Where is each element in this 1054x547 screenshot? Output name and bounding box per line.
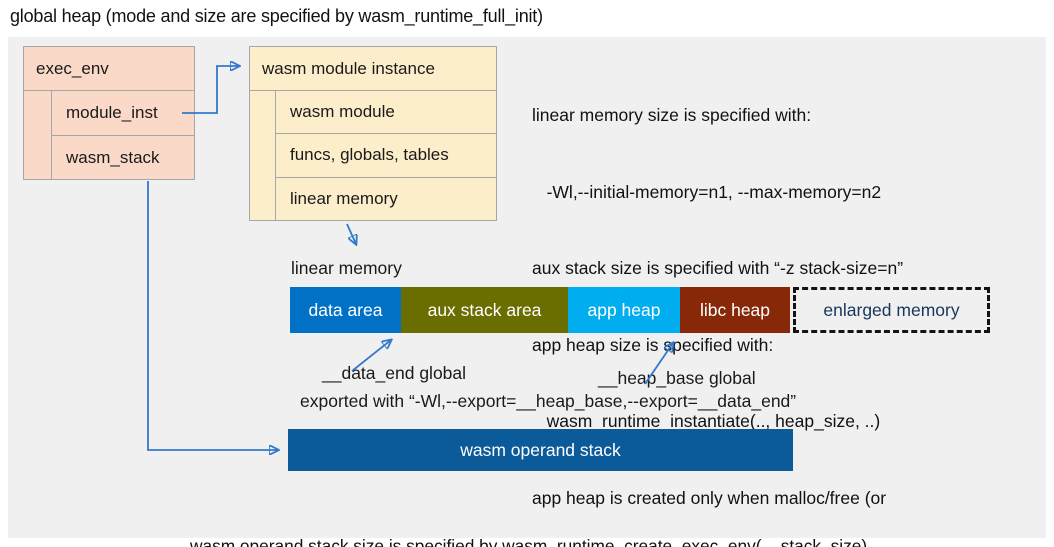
note-line: app heap is created only when malloc/fre… — [532, 487, 887, 508]
data-end-global-label: __data_end global — [322, 363, 467, 383]
module-row-funcs-globals-tables: funcs, globals, tables — [276, 134, 496, 178]
note-line: app heap size is specified with: — [532, 334, 774, 355]
linear-memory-label: linear memory — [291, 258, 402, 278]
diagram-title: global heap (mode and size are specified… — [10, 6, 543, 26]
exec-env-gutter — [24, 91, 52, 180]
segment-data-area: data area — [290, 287, 401, 333]
module-row-linear-memory: linear memory — [290, 189, 398, 209]
exec-env-row-module-inst: module_inst — [52, 91, 194, 136]
operand-stack-notes: wasm operand stack size is specified by … — [190, 478, 867, 547]
exported-with-label: exported with “-Wl,--export=__heap_base,… — [300, 391, 797, 411]
linear-memory-notes: linear memory size is specified with: -W… — [532, 52, 903, 547]
exec-env-header: exec_env — [24, 47, 194, 91]
segment-enlarged-memory: enlarged memory — [793, 287, 990, 333]
segment-app-heap: app heap — [568, 287, 680, 333]
linear-memory-bar: data area aux stack area app heap libc h… — [290, 287, 790, 333]
module-row-wasm-module: wasm module — [276, 91, 496, 135]
exec-env-row-wasm-stack: wasm_stack — [66, 147, 160, 167]
segment-aux-stack-area: aux stack area — [401, 287, 568, 333]
exec-env-box: exec_env module_inst wasm_stack — [23, 46, 195, 180]
note-line: -Wl,--initial-memory=n1, --max-memory=n2 — [532, 181, 882, 202]
wasm-module-instance-box: wasm module instance wasm module funcs, … — [249, 46, 497, 221]
footer-line: wasm operand stack size is specified by … — [190, 536, 868, 547]
note-line: wasm_runtime_instantiate(.., heap_size, … — [532, 411, 881, 431]
heap-base-global-label: __heap_base global — [598, 368, 756, 388]
wasm-module-instance-header: wasm module instance — [250, 47, 496, 91]
note-line: linear memory size is specified with: — [532, 105, 812, 125]
wasm-module-instance-gutter — [250, 91, 276, 221]
note-line: aux stack size is specified with “-z sta… — [532, 258, 904, 278]
segment-libc-heap: libc heap — [680, 287, 790, 333]
wasm-operand-stack-bar: wasm operand stack — [288, 429, 793, 471]
